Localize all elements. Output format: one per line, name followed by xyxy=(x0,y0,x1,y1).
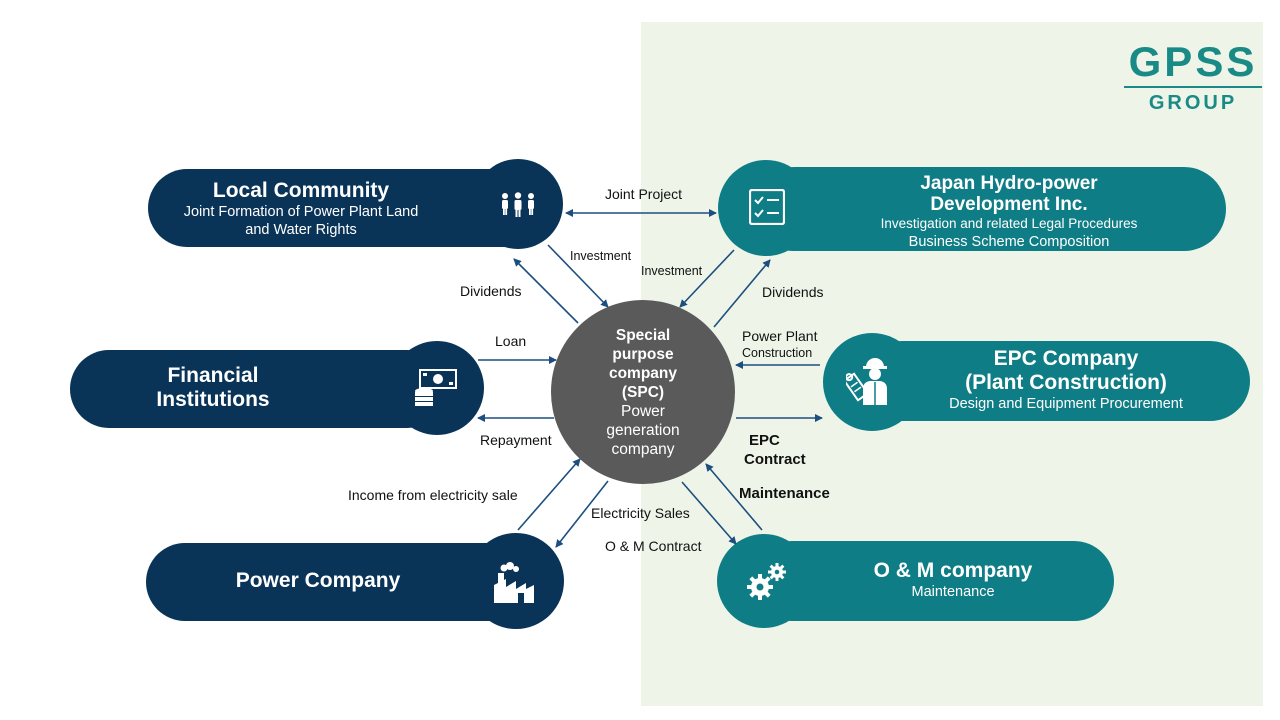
local-community-icon-circle xyxy=(473,159,563,249)
spc-sub-2: generation xyxy=(606,422,680,439)
label-investment-local: Investment xyxy=(570,249,632,263)
arrow-investment-hydro xyxy=(679,249,735,308)
gears-icon xyxy=(747,563,786,600)
power-company-icon-circle xyxy=(468,533,564,629)
label-income-electricity: Income from electricity sale xyxy=(348,487,518,503)
epc-icon-circle xyxy=(823,333,921,431)
node-japan-hydro: Japan Hydro-power Development Inc. Inves… xyxy=(752,167,1226,251)
arrow-dividends-local xyxy=(513,258,579,324)
money-coins-icon xyxy=(415,369,457,406)
om-icon-circle xyxy=(717,534,811,628)
label-epc: EPC xyxy=(749,432,780,449)
arrow-dividends-hydro xyxy=(713,259,771,328)
label-dividends-local: Dividends xyxy=(460,283,522,299)
checklist-icon xyxy=(749,189,785,225)
spc-center-node: Special purpose company (SPC) Power gene… xyxy=(551,300,735,484)
spc-title-4: (SPC) xyxy=(621,384,665,401)
label-repayment: Repayment xyxy=(480,432,552,448)
financial-title-2: Institutions xyxy=(156,388,270,411)
epc-sub: Design and Equipment Procurement xyxy=(949,396,1183,412)
label-power-plant: Power Plant xyxy=(742,328,818,344)
japan-hydro-icon-circle xyxy=(718,160,814,256)
label-maintenance: Maintenance xyxy=(739,485,830,502)
japan-hydro-title-1: Japan Hydro-power xyxy=(920,173,1098,194)
node-financial-institutions: Financial Institutions xyxy=(70,350,446,428)
arrow-electricity-sales xyxy=(555,480,609,548)
node-om-company: O & M company Maintenance xyxy=(752,541,1114,621)
logo-line1: GPSS xyxy=(1128,38,1258,85)
epc-title-2: (Plant Construction) xyxy=(965,371,1167,394)
power-company-title: Power Company xyxy=(235,569,401,592)
om-title: O & M company xyxy=(873,559,1033,582)
om-sub: Maintenance xyxy=(911,584,995,600)
arrow-income-electricity xyxy=(517,458,581,531)
arrow-maintenance xyxy=(705,463,763,531)
node-epc-company: EPC Company (Plant Construction) Design … xyxy=(862,341,1250,421)
financial-icon-circle xyxy=(390,341,484,435)
label-construction: Construction xyxy=(742,346,813,360)
spc-title-3: company xyxy=(608,365,678,382)
japan-hydro-sub-1: Investigation and related Legal Procedur… xyxy=(880,216,1138,231)
local-community-sub-2: and Water Rights xyxy=(245,222,357,238)
local-community-sub-1: Joint Formation of Power Plant Land xyxy=(183,204,419,220)
logo-line2: GROUP xyxy=(1148,92,1238,114)
factory-icon xyxy=(494,562,534,603)
japan-hydro-sub-2: Business Scheme Composition xyxy=(908,234,1110,250)
people-group-icon xyxy=(502,192,534,217)
label-om-contract: O & M Contract xyxy=(605,538,702,554)
spc-sub-1: Power xyxy=(621,403,665,420)
arrow-investment-local xyxy=(547,244,609,308)
logo-divider xyxy=(1124,86,1262,88)
spc-title-1: Special xyxy=(615,327,671,344)
spc-title-2: purpose xyxy=(612,346,674,363)
label-loan: Loan xyxy=(495,333,527,349)
financial-title-1: Financial xyxy=(167,364,259,387)
arrow-om-contract xyxy=(681,481,737,545)
label-joint-project: Joint Project xyxy=(605,186,683,202)
label-contract: Contract xyxy=(744,451,806,468)
label-electricity-sales: Electricity Sales xyxy=(591,505,690,521)
local-community-title: Local Community xyxy=(212,179,390,202)
epc-title-1: EPC Company xyxy=(993,347,1139,370)
gpss-group-logo: GPSS GROUP xyxy=(1124,40,1262,114)
label-investment-hydro: Investment xyxy=(641,264,703,278)
engineer-icon xyxy=(846,358,887,405)
label-dividends-hydro: Dividends xyxy=(762,284,824,300)
japan-hydro-title-2: Development Inc. xyxy=(930,194,1088,215)
spc-sub-3: company xyxy=(611,441,675,458)
